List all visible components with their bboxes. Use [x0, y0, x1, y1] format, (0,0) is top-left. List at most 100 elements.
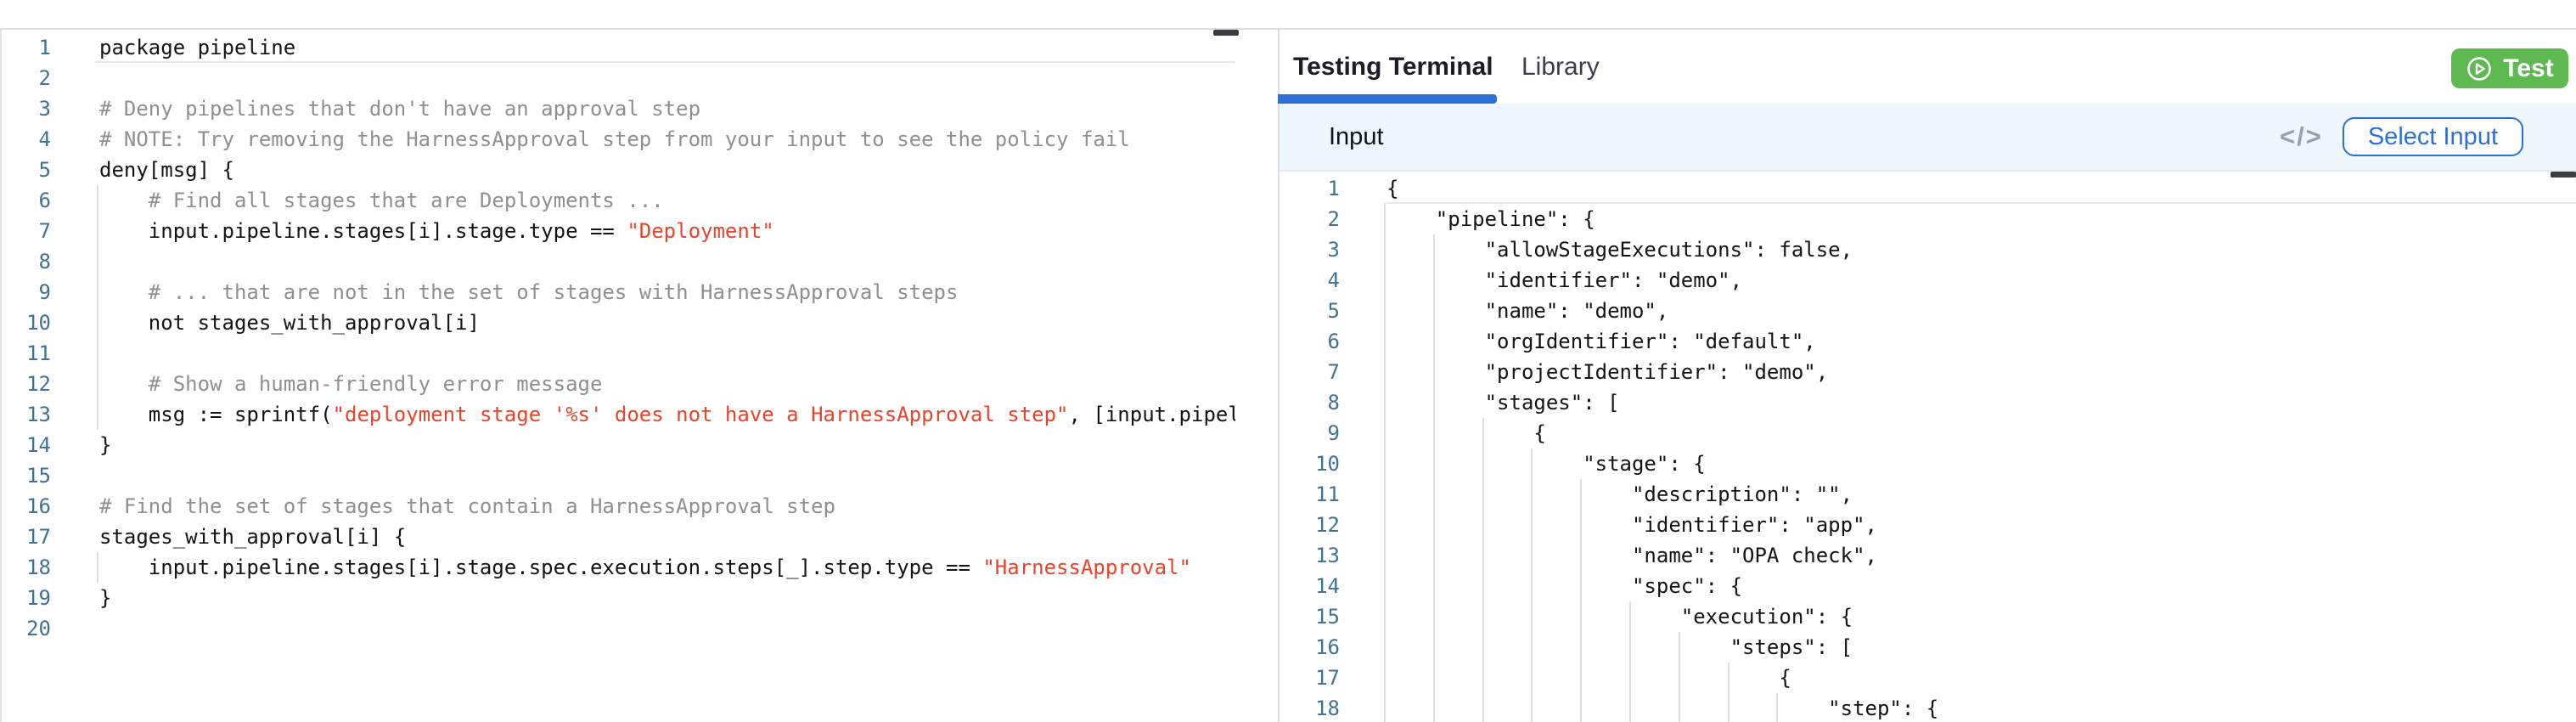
code-token: }: [99, 433, 112, 457]
code-line[interactable]: 18 input.pipeline.stages[i].stage.spec.e…: [2, 552, 1278, 583]
line-number: 8: [38, 250, 51, 274]
code-text: stages_with_approval[i] {: [99, 522, 406, 552]
code-line[interactable]: 13 "name": "OPA check",: [1280, 540, 2576, 571]
code-line[interactable]: 4 "identifier": "demo",: [1280, 265, 2576, 296]
indent-guide: [1482, 663, 1484, 693]
code-line[interactable]: 18 "step": {: [1280, 693, 2576, 722]
line-number: 6: [38, 189, 51, 212]
code-line[interactable]: 20: [2, 613, 1278, 644]
indent-guide: [1482, 540, 1484, 571]
code-line[interactable]: 4# NOTE: Try removing the HarnessApprova…: [2, 124, 1278, 155]
code-line[interactable]: 14}: [2, 430, 1278, 460]
code-line[interactable]: 13 msg := sprintf("deployment stage '%s'…: [2, 399, 1278, 430]
code-line[interactable]: 11 "description": "",: [1280, 479, 2576, 510]
indent-guide: [1628, 601, 1631, 632]
line-number: 19: [26, 586, 51, 610]
json-editor-scrollbar-thumb[interactable]: [2551, 172, 2576, 178]
code-token: "orgIdentifier": "default",: [1386, 330, 1816, 353]
code-text: "execution": {: [1384, 601, 1853, 632]
code-text: "identifier": "app",: [1384, 510, 1877, 540]
indent-guide: [1531, 601, 1533, 632]
indent-guide: [1580, 601, 1583, 632]
line-number: 17: [26, 525, 51, 549]
line-number: 12: [26, 372, 51, 396]
indent-guide: [1384, 326, 1386, 357]
terminal-tabs: Testing Terminal Library Test: [1278, 30, 2576, 104]
line-number: 1: [38, 36, 51, 59]
code-line[interactable]: 15 "execution": {: [1280, 601, 2576, 632]
code-text: "step": {: [1384, 693, 1938, 722]
code-line[interactable]: 12 # Show a human-friendly error message: [2, 369, 1278, 399]
select-input-button[interactable]: Select Input: [2342, 117, 2523, 156]
code-content: "spec": {: [1384, 571, 2576, 601]
line-number: 7: [38, 219, 51, 243]
code-line[interactable]: 11: [2, 338, 1278, 369]
play-icon: [2467, 56, 2492, 81]
code-content: {: [1384, 418, 2576, 448]
code-line[interactable]: 2: [2, 63, 1278, 93]
code-content: package pipeline: [95, 32, 1235, 63]
code-line[interactable]: 2 "pipeline": {: [1280, 204, 2576, 234]
code-line[interactable]: 5 "name": "demo",: [1280, 296, 2576, 326]
line-number: 15: [26, 464, 51, 488]
code-line[interactable]: 17 {: [1280, 663, 2576, 693]
indent-guide: [1384, 601, 1386, 632]
code-text: {: [1384, 663, 1791, 693]
line-number: 18: [26, 556, 51, 579]
comment-token: # ... that are not in the set of stages …: [99, 280, 959, 304]
top-strip: [0, 0, 2576, 30]
test-button[interactable]: Test: [2451, 48, 2568, 88]
code-line[interactable]: 12 "identifier": "app",: [1280, 510, 2576, 540]
code-line[interactable]: 8 "stages": [: [1280, 387, 2576, 418]
comment-token: # NOTE: Try removing the HarnessApproval…: [99, 127, 1130, 151]
code-content: "stages": [: [1384, 387, 2576, 418]
code-line[interactable]: 1{: [1280, 173, 2576, 204]
code-line[interactable]: 9 # ... that are not in the set of stage…: [2, 277, 1278, 307]
panel-divider[interactable]: [1278, 30, 1280, 722]
code-token: "allowStageExecutions": false,: [1386, 238, 1853, 262]
indent-guide: [97, 399, 98, 430]
code-text: package pipeline: [99, 32, 295, 63]
indent-guide: [97, 277, 98, 307]
code-token: {: [1386, 177, 1399, 200]
indent-guide: [1432, 448, 1435, 479]
code-content: [95, 613, 1235, 644]
indent-guide: [1384, 540, 1386, 571]
code-line[interactable]: 9 {: [1280, 418, 2576, 448]
code-line[interactable]: 17 stages_with_approval[i] {: [2, 522, 1278, 552]
code-token: , [input.pipel: [1068, 403, 1236, 426]
code-line[interactable]: 15: [2, 460, 1278, 491]
code-line[interactable]: 3# Deny pipelines that don't have an app…: [2, 93, 1278, 124]
code-token: "name": "OPA check",: [1386, 544, 1877, 567]
indent-guide: [1384, 693, 1386, 722]
code-content: not stages_with_approval[i]: [95, 307, 1235, 338]
code-line[interactable]: 1 package pipeline: [2, 32, 1278, 63]
code-line[interactable]: 8: [2, 246, 1278, 277]
code-content: "execution": {: [1384, 601, 2576, 632]
code-brackets-icon[interactable]: </>: [2280, 121, 2323, 151]
code-token: "stage": {: [1386, 452, 1706, 476]
code-token: "stages": [: [1386, 391, 1620, 415]
code-line[interactable]: 10 "stage": {: [1280, 448, 2576, 479]
line-number: 13: [1315, 544, 1340, 567]
tab-library[interactable]: Library: [1521, 53, 1600, 81]
code-line[interactable]: 6 "orgIdentifier": "default",: [1280, 326, 2576, 357]
left-editor-scrollbar-thumb[interactable]: [1213, 30, 1239, 36]
code-content: [95, 63, 1235, 93]
code-content: input.pipeline.stages[i].stage.type == "…: [95, 216, 1235, 246]
code-line[interactable]: 10 not stages_with_approval[i]: [2, 307, 1278, 338]
code-line[interactable]: 7 input.pipeline.stages[i].stage.type ==…: [2, 216, 1278, 246]
code-line[interactable]: 19}: [2, 583, 1278, 613]
code-line[interactable]: 16# Find the set of stages that contain …: [2, 491, 1278, 522]
code-line[interactable]: 6 # Find all stages that are Deployments…: [2, 185, 1278, 216]
line-number: 14: [26, 433, 51, 457]
tab-testing-terminal[interactable]: Testing Terminal: [1293, 53, 1493, 81]
code-line[interactable]: 7 "projectIdentifier": "demo",: [1280, 357, 2576, 387]
code-line[interactable]: 14 "spec": {: [1280, 571, 2576, 601]
code-line[interactable]: 16 "steps": [: [1280, 632, 2576, 663]
indent-guide: [1727, 663, 1730, 693]
code-line[interactable]: 3 "allowStageExecutions": false,: [1280, 234, 2576, 265]
input-json-editor[interactable]: 1{2 "pipeline": {3 "allowStageExecutions…: [1280, 170, 2576, 722]
